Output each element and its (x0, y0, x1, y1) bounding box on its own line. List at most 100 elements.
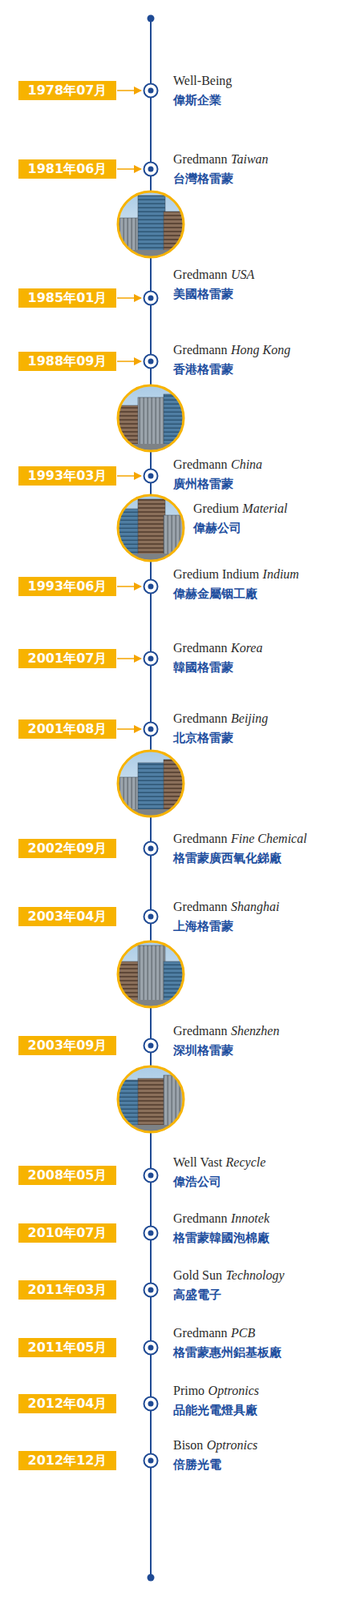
date-text: 2003年04月 (28, 909, 108, 927)
building-photo (117, 941, 187, 1009)
timeline-marker (144, 1342, 158, 1356)
pointer-arrow (117, 658, 142, 660)
photo-building (137, 499, 166, 563)
photo-frame (117, 942, 184, 1008)
timeline-marker (144, 162, 158, 177)
company-division: China (230, 457, 263, 472)
date-box: 1985年01月 (18, 288, 117, 308)
timeline-marker (144, 580, 158, 595)
timeline-marker-dot (148, 1288, 154, 1295)
date-text: 2012年12月 (28, 1453, 108, 1471)
company-name-line: Gold SunTechnology (173, 1269, 285, 1288)
company-name: Gredmann (173, 641, 228, 656)
timeline-marker (144, 1398, 158, 1413)
company-division: Shanghai (230, 900, 280, 915)
company-name-line: PrimoOptronics (173, 1384, 260, 1403)
timeline-marker-dot (148, 1173, 154, 1180)
company-name: Gredmann (173, 343, 228, 357)
photo-frame (117, 1067, 184, 1134)
timeline-marker (144, 1227, 158, 1242)
timeline-marker (144, 355, 158, 369)
date-text: 2012年04月 (28, 1396, 108, 1414)
company-division: Fine Chemical (230, 832, 308, 846)
pointer-arrow (117, 586, 142, 588)
company-name: Gredmann (173, 152, 228, 166)
date-box: 2010年07月 (18, 1224, 117, 1244)
timeline-marker-dot (148, 1231, 154, 1238)
company-division: Optronics (206, 1439, 258, 1454)
pointer-arrow (117, 728, 142, 731)
timeline-marker (144, 469, 158, 484)
company-name: Gredmann (173, 457, 228, 472)
timeline-marker-dot (148, 473, 154, 480)
company-chinese-name: 北京格雷蒙 (173, 731, 234, 749)
timeline-marker-dot (148, 1044, 154, 1050)
company-name-line: GredmannShenzhen (173, 1024, 280, 1043)
company-chinese-name: 偉浩公司 (173, 1175, 222, 1194)
company-name: Well Vast (173, 1156, 223, 1170)
date-text: 1988年09月 (28, 353, 108, 371)
timeline-marker-dot (148, 656, 154, 663)
timeline-marker (144, 910, 158, 925)
date-text: 2002年09月 (28, 841, 108, 859)
company-name: Gredmann (173, 900, 228, 915)
pointer-arrow (117, 360, 142, 363)
timeline-marker (144, 842, 158, 857)
company-chinese-name: 偉赫金屬铟工廠 (173, 586, 258, 605)
pointer-arrow (117, 297, 142, 300)
company-name-line: GredmannTaiwan (173, 152, 269, 170)
date-text: 2010年07月 (28, 1226, 108, 1243)
company-chinese-name: 偉斯企業 (173, 93, 222, 111)
date-box: 1988年09月 (18, 352, 117, 372)
company-chinese-name: 高盛電子 (173, 1288, 222, 1307)
date-box: 2011年03月 (18, 1281, 117, 1301)
date-text: 2011年03月 (28, 1283, 108, 1300)
date-box: 1981年06月 (18, 159, 117, 179)
company-name-line: GredmannPCB (173, 1327, 255, 1345)
company-name: Well-Being (173, 73, 232, 88)
timeline-marker-dot (148, 359, 154, 365)
date-box: 2001年08月 (18, 720, 117, 740)
company-division: Taiwan (230, 152, 269, 166)
date-box: 2001年07月 (18, 649, 117, 669)
company-name-line: GredmannShanghai (173, 900, 280, 919)
company-chinese-name: 偉赫公司 (193, 521, 242, 539)
company-division: Korea (230, 641, 263, 656)
company-division: Optronics (208, 1384, 260, 1399)
date-box: 2011年05月 (18, 1339, 117, 1359)
date-box: 1993年06月 (18, 577, 117, 597)
photo-building (137, 397, 166, 453)
building-photo (117, 190, 187, 259)
company-chinese-name: 格雷蒙惠州鋁基板廠 (173, 1346, 282, 1365)
company-name-line: GredmannHong Kong (173, 343, 291, 361)
company-name: Gredmann (173, 267, 228, 282)
company-name-line: GredmannUSA (173, 267, 255, 286)
photo-frame (117, 191, 184, 258)
date-box: 2012年12月 (18, 1452, 117, 1472)
date-box: 2012年04月 (18, 1395, 117, 1415)
timeline-marker (144, 291, 158, 306)
photo-frame (117, 385, 184, 452)
company-name-line: GredmannKorea (173, 641, 263, 660)
company-name: Primo (173, 1384, 205, 1399)
company-name: Gredmann (173, 1212, 228, 1227)
timeline-marker (144, 1040, 158, 1054)
date-text: 2008年05月 (28, 1168, 108, 1186)
company-name: Gredmann (173, 712, 228, 726)
company-name: Gredmann (173, 1024, 228, 1039)
company-name-line: BisonOptronics (173, 1439, 258, 1458)
timeline-marker-dot (148, 846, 154, 853)
company-name: Gredium Indium (173, 567, 260, 582)
timeline-marker-dot (148, 727, 154, 733)
company-division: Material (242, 501, 288, 516)
company-chinese-name: 格雷蒙廣西氧化銻廠 (173, 851, 282, 870)
company-division: PCB (230, 1327, 255, 1341)
building-photo (117, 494, 187, 563)
date-box: 2003年04月 (18, 907, 117, 927)
timeline-marker-dot (148, 584, 154, 591)
company-division: Hong Kong (230, 343, 291, 357)
date-text: 2001年07月 (28, 651, 108, 668)
company-division: USA (230, 267, 255, 282)
company-chinese-name: 美國格雷蒙 (173, 287, 234, 305)
